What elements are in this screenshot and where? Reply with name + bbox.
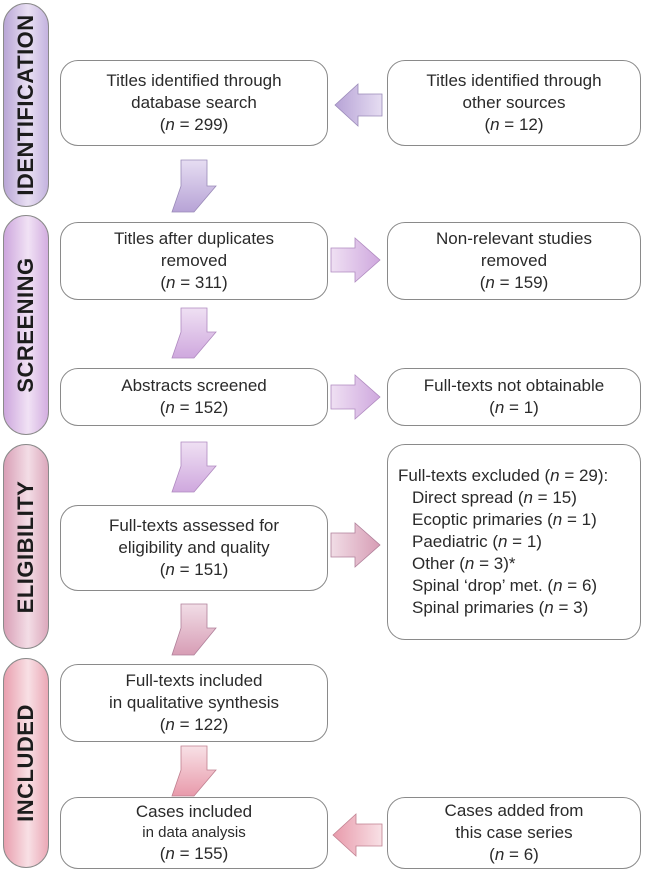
- other-sources-line1: Titles identified through: [426, 71, 602, 90]
- phase-included: INCLUDED: [3, 658, 49, 868]
- arrow-qualitative-to-data: [171, 745, 217, 797]
- arrow-abstracts-to-assessed: [171, 441, 217, 493]
- assessed-line2: eligibility and quality: [118, 538, 270, 557]
- box-case-series: Cases added from this case series (n = 6…: [387, 797, 641, 869]
- data-analysis-line2: in data analysis: [142, 824, 246, 841]
- box-data-analysis: Cases included in data analysis (n = 155…: [60, 797, 328, 869]
- box-qualitative: Full-texts included in qualitative synth…: [60, 664, 328, 742]
- after-duplicates-line1: Titles after duplicates: [114, 229, 274, 248]
- arrow-caseseries-to-data: [332, 813, 383, 857]
- other-sources-count: (n = 12): [484, 115, 544, 134]
- assessed-count: (n = 151): [159, 560, 229, 579]
- arrow-duplicates-to-abstracts: [171, 307, 217, 359]
- arrow-database-to-duplicates: [171, 159, 217, 213]
- case-series-line1: Cases added from: [444, 801, 584, 820]
- excluded-item-spinal-primaries: Spinal primaries (n = 3): [412, 598, 589, 617]
- non-relevant-count: (n = 159): [479, 273, 549, 292]
- arrow-assessed-to-qualitative: [171, 603, 217, 656]
- box-assessed: Full-texts assessed for eligibility and …: [60, 505, 328, 591]
- box-database-search: Titles identified through database searc…: [60, 60, 328, 146]
- box-non-relevant: Non-relevant studies removed (n = 159): [387, 222, 641, 300]
- after-duplicates-line2: removed: [160, 251, 228, 270]
- arrow-assessed-to-excluded: [330, 522, 381, 568]
- qualitative-count: (n = 122): [159, 715, 229, 734]
- data-analysis-line1: Cases included: [135, 802, 253, 821]
- assessed-line1: Full-texts assessed for: [108, 516, 280, 535]
- phase-eligibility: ELIGIBILITY: [3, 444, 49, 649]
- case-series-count: (n = 6): [489, 845, 539, 864]
- qualitative-line2: in qualitative synthesis: [108, 693, 280, 712]
- after-duplicates-count: (n = 311): [160, 273, 228, 292]
- box-excluded: Full-texts excluded (n = 29): Direct spr…: [387, 444, 641, 640]
- box-abstracts-screened: Abstracts screened (n = 152): [60, 368, 328, 426]
- case-series-line2: this case series: [455, 823, 573, 842]
- qualitative-line1: Full-texts included: [125, 671, 263, 690]
- other-sources-line2: other sources: [462, 93, 566, 112]
- database-search-line1: Titles identified through: [106, 71, 282, 90]
- excluded-item-other: Other (n = 3)*: [412, 554, 516, 573]
- not-obtainable-line1: Full-texts not obtainable: [423, 376, 605, 395]
- non-relevant-line1: Non-relevant studies: [436, 229, 592, 248]
- abstracts-screened-line1: Abstracts screened: [121, 376, 267, 395]
- arrow-other-to-database: [334, 83, 383, 127]
- arrow-abstracts-to-notobtainable: [330, 374, 381, 420]
- excluded-heading: Full-texts excluded (n = 29):: [398, 466, 609, 485]
- box-not-obtainable: Full-texts not obtainable (n = 1): [387, 368, 641, 426]
- phase-screening: SCREENING: [3, 215, 49, 435]
- arrow-duplicates-to-nonrelevant: [330, 237, 381, 283]
- excluded-item-ecoptic: Ecoptic primaries (n = 1): [412, 510, 597, 529]
- database-search-count: (n = 299): [159, 115, 229, 134]
- not-obtainable-count: (n = 1): [489, 398, 539, 417]
- excluded-item-spinal-drop: Spinal ‘drop’ met. (n = 6): [412, 576, 598, 595]
- box-after-duplicates: Titles after duplicates removed (n = 311…: [60, 222, 328, 300]
- excluded-item-direct-spread: Direct spread (n = 15): [412, 488, 577, 507]
- data-analysis-count: (n = 155): [159, 844, 229, 863]
- excluded-item-paediatric: Paediatric (n = 1): [412, 532, 542, 551]
- box-other-sources: Titles identified through other sources …: [387, 60, 641, 146]
- non-relevant-line2: removed: [480, 251, 548, 270]
- phase-identification: IDENTIFICATION: [3, 3, 49, 207]
- abstracts-screened-count: (n = 152): [159, 398, 229, 417]
- database-search-line2: database search: [131, 93, 257, 112]
